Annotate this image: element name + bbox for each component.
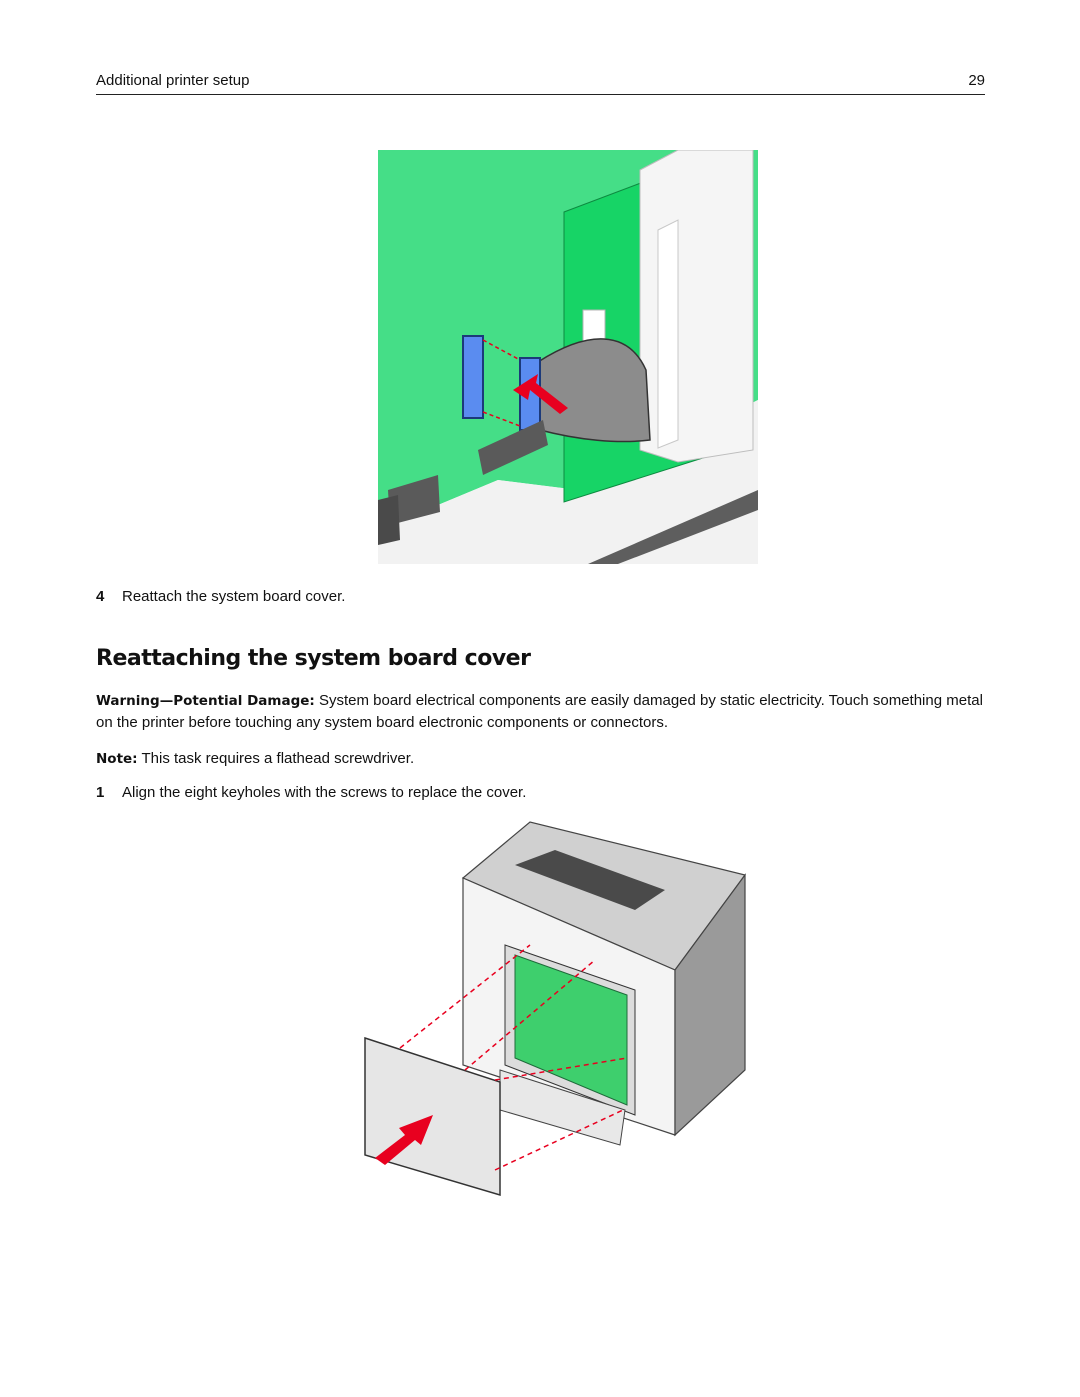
note-label: Note: — [96, 751, 138, 767]
step-1: 1 Align the eight keyholes with the screw… — [96, 783, 526, 803]
warning-label: Warning—Potential Damage: — [96, 693, 315, 709]
cable-connection-illustration — [378, 150, 758, 564]
step-number: 1 — [96, 784, 105, 801]
page-header: Additional printer setup 29 — [96, 72, 985, 95]
page-number: 29 — [968, 72, 985, 89]
step-text: Reattach the system board cover. — [122, 588, 346, 605]
printer-cover-illustration — [364, 821, 747, 1197]
section-heading: Reattaching the system board cover — [96, 646, 531, 671]
step-number: 4 — [96, 588, 105, 605]
note-paragraph: Note: This task requires a flathead scre… — [96, 750, 414, 767]
warning-paragraph: Warning—Potential Damage: System board e… — [96, 690, 986, 733]
warning-text: System board electrical components are e… — [96, 692, 983, 731]
header-title: Additional printer setup — [96, 72, 250, 89]
note-text: This task requires a flathead screwdrive… — [137, 750, 415, 767]
step-4: 4 Reattach the system board cover. — [96, 587, 345, 607]
step-text: Align the eight keyholes with the screws… — [122, 784, 527, 801]
